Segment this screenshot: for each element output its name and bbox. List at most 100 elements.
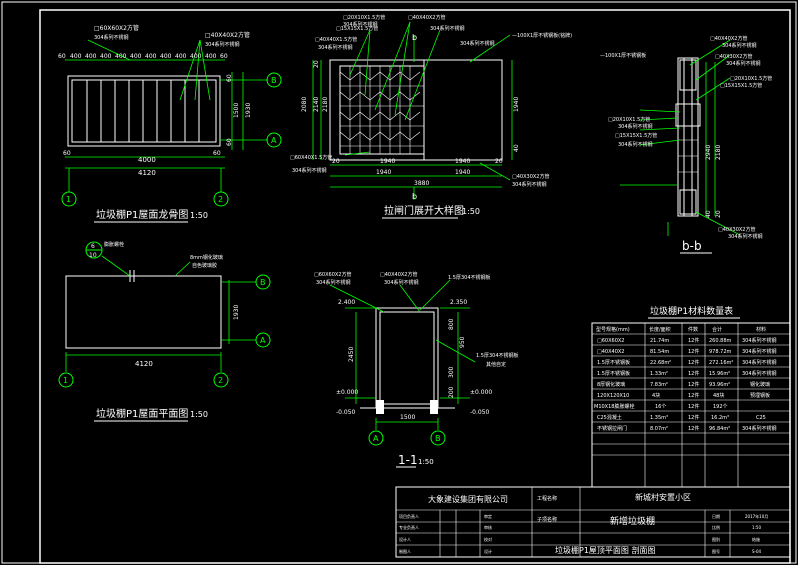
svg-text:—100X1厚不锈钢板: —100X1厚不锈钢板 — [600, 52, 646, 59]
svg-text:□60X40X1.5方管: □60X40X1.5方管 — [290, 154, 332, 161]
svg-text:结施: 结施 — [752, 536, 760, 542]
svg-text:304系列不锈钢: 304系列不锈钢 — [742, 370, 777, 377]
svg-text:2080: 2080 — [301, 97, 308, 112]
roof-plan-title: 垃圾棚P1屋面平面图 — [96, 407, 188, 420]
svg-text:□40X40X2方管: □40X40X2方管 — [380, 271, 417, 278]
svg-text:304系列不锈钢: 304系列不锈钢 — [742, 425, 777, 432]
table-row: 不锈钢拉闸门 8.07m² 12件 96.84m² 304系列不锈钢 — [597, 425, 777, 432]
company-name: 大象建设集团有限公司 — [428, 494, 508, 504]
door-section-mark-top: b — [412, 33, 417, 42]
svg-text:304系列不锈钢: 304系列不锈钢 — [742, 337, 777, 344]
inner-border — [39, 9, 791, 564]
svg-text:12件: 12件 — [688, 381, 699, 388]
svg-text:不锈钢拉闸门: 不锈钢拉闸门 — [597, 425, 627, 432]
svg-text:□40X40X2: □40X40X2 — [597, 349, 624, 355]
svg-text:日期: 日期 — [712, 513, 720, 519]
svg-text:260.88m: 260.88m — [709, 338, 731, 344]
svg-text:20: 20 — [715, 210, 722, 218]
svg-text:304系列不锈钢: 304系列不锈钢 — [742, 348, 777, 355]
svg-text:304系列不锈钢: 304系列不锈钢 — [430, 25, 465, 32]
svg-text:12件: 12件 — [688, 392, 699, 399]
svg-text:制图人: 制图人 — [399, 548, 411, 554]
section-11-elev-0-right: ±0.000 — [470, 389, 492, 396]
svg-text:其他自定: 其他自定 — [486, 361, 506, 368]
roof-frame-drawing — [61, 39, 282, 207]
svg-text:400: 400 — [160, 53, 172, 60]
section-11-dim-2450: 2450 — [348, 347, 355, 362]
svg-text:7.83m²: 7.83m² — [650, 382, 668, 388]
svg-text:校对: 校对 — [484, 536, 492, 542]
section-11-elev-2400: 2.400 — [338, 299, 355, 306]
svg-text:1.33m²: 1.33m² — [650, 371, 668, 377]
section-11-elev-m050-right: -0.050 — [470, 409, 490, 416]
roof-plan-axis-2: 2 — [218, 376, 223, 385]
svg-text:304系列不锈钢: 304系列不锈钢 — [722, 42, 757, 49]
roof-frame-scale: 1:50 — [190, 211, 208, 220]
svg-text:12件: 12件 — [688, 414, 699, 421]
svg-text:S-04: S-04 — [752, 549, 762, 554]
svg-text:48块: 48块 — [713, 392, 724, 399]
drawing-name: 垃圾棚P1屋顶平面图 剖面图 — [555, 545, 655, 555]
svg-text:设计人: 设计人 — [399, 536, 411, 542]
svg-text:15.96m²: 15.96m² — [709, 371, 730, 377]
section-bb-labels: □40X40X2方管 304系列不锈钢 □40X30X2方管 304系列不锈钢 … — [600, 35, 772, 240]
svg-text:钢化玻璃: 钢化玻璃 — [750, 381, 770, 388]
svg-text:20: 20 — [495, 158, 503, 165]
svg-text:1930: 1930 — [245, 103, 252, 118]
roof-frame-dim-4000: 4000 — [138, 156, 156, 164]
svg-text:300: 300 — [448, 366, 455, 378]
title-block-left-labels: 项目负责人 专业负责人 设计人 制图人 — [399, 513, 419, 554]
svg-text:950: 950 — [459, 336, 466, 348]
svg-text:304系列不锈钢: 304系列不锈钢 — [728, 233, 763, 240]
roof-plan-dim-1930: 1930 — [233, 305, 240, 320]
roof-plan-drawing — [58, 241, 271, 388]
svg-text:1500: 1500 — [233, 103, 240, 118]
roof-frame-axis-B: B — [271, 76, 277, 85]
svg-text:8.07m²: 8.07m² — [650, 426, 668, 432]
roof-plan-axis-B: B — [260, 278, 266, 287]
table-row: 1.5厚不锈钢板 1.33m² 12件 15.96m² 304系列不锈钢 — [597, 370, 777, 377]
door-dim-1940b: 1940 — [455, 169, 470, 176]
svg-text:C25: C25 — [756, 415, 766, 421]
svg-text:□60X60X2方管: □60X60X2方管 — [314, 271, 351, 278]
roof-frame-callout1b: 304系列不锈钢 — [94, 34, 129, 41]
section-11-axis-B: B — [435, 434, 441, 443]
svg-text:304系列不锈钢: 304系列不锈钢 — [618, 123, 653, 130]
svg-text:图别: 图别 — [712, 536, 720, 542]
section-11-axis-A: A — [373, 434, 379, 443]
material-table — [591, 322, 791, 488]
svg-text:400: 400 — [130, 53, 142, 60]
svg-text:304系列不锈钢: 304系列不锈钢 — [618, 141, 653, 148]
door-title: 拉闸门展开大样图 — [384, 204, 464, 217]
svg-text:16个: 16个 — [655, 404, 666, 410]
roof-plan-callout-left: 膨胀螺栓 — [104, 241, 124, 248]
door-bottom-dims: 20 1940 1940 20 — [332, 158, 503, 165]
material-table-title: 垃圾棚P1材料数量表 — [650, 305, 733, 317]
section-11-right-dims: 800 950 300 200 — [448, 318, 466, 398]
svg-text:304系列不锈钢: 304系列不锈钢 — [318, 44, 353, 51]
title-block-right-labels: 日期 比例 图别 图号 — [712, 513, 720, 554]
svg-text:□40X40X2方管: □40X40X2方管 — [408, 14, 445, 21]
svg-text:20: 20 — [313, 60, 320, 68]
svg-text:□20X10X1.5方管: □20X10X1.5方管 — [608, 116, 650, 123]
section-11-elev-0-left: ±0.000 — [336, 389, 358, 396]
svg-text:比例: 比例 — [712, 524, 720, 530]
roof-frame-side-dims: 60 1500 1930 60 — [226, 74, 252, 146]
roof-frame-callout2b: 304系列不锈钢 — [205, 41, 240, 48]
svg-text:□15X15X1.5方管: □15X15X1.5方管 — [615, 132, 657, 139]
roof-plan-scale: 1:50 — [190, 410, 208, 419]
svg-text:400: 400 — [100, 53, 112, 60]
svg-text:1940: 1940 — [380, 158, 395, 165]
door-dim-3880: 3880 — [414, 180, 429, 187]
svg-text:□20X10X1.5方管: □20X10X1.5方管 — [343, 14, 385, 21]
svg-text:22.68m²: 22.68m² — [650, 360, 671, 366]
section-bb-drawing — [620, 39, 741, 236]
svg-text:1.35m³: 1.35m³ — [650, 415, 668, 421]
roof-plan-axis-A: A — [260, 336, 266, 345]
svg-text:304系列不锈钢: 304系列不锈钢 — [316, 279, 351, 286]
section-11-scale: 1:50 — [418, 458, 434, 466]
roof-plan-dim-4120: 4120 — [135, 360, 153, 368]
svg-text:1:50: 1:50 — [752, 525, 761, 530]
svg-text:长度/面积: 长度/面积 — [649, 326, 671, 333]
